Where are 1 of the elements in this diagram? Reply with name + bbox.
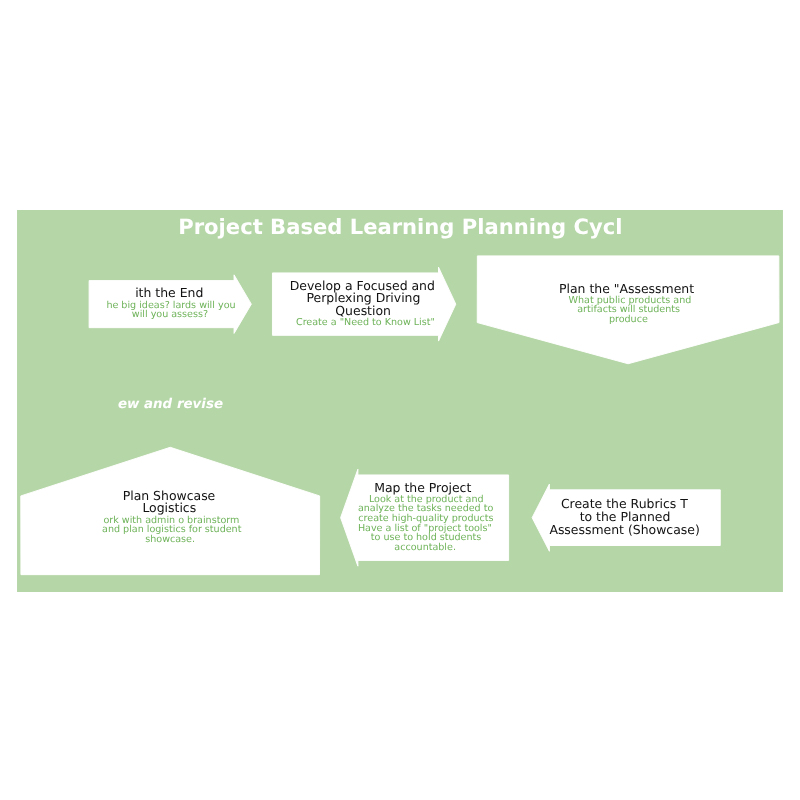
diagram-title: Project Based Learning Planning Cycl — [178, 214, 623, 239]
